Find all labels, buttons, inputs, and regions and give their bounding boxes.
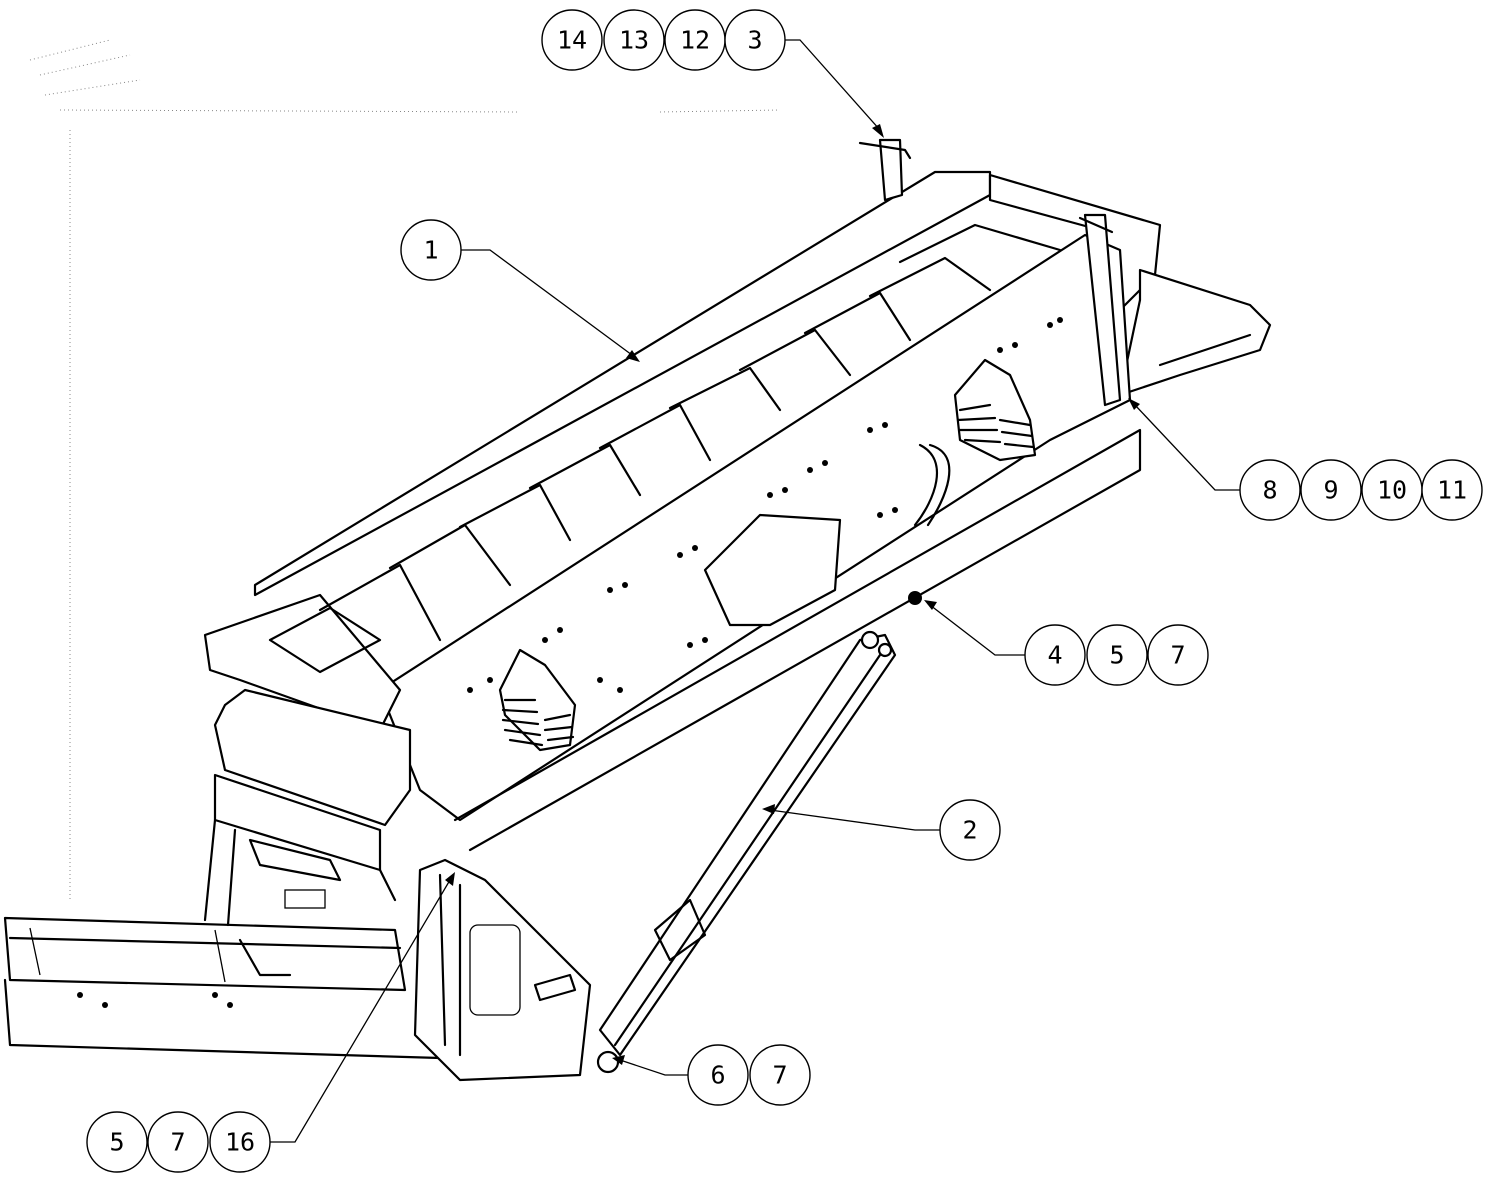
screen-box [203, 170, 1272, 852]
callout-14: 14 [541, 9, 603, 71]
svg-text:16: 16 [225, 1128, 255, 1157]
svg-text:5: 5 [1109, 641, 1124, 670]
svg-text:10: 10 [1377, 476, 1407, 505]
callout-11: 11 [1421, 459, 1483, 521]
feed-end-support [203, 773, 397, 927]
callout-8: 8 [1239, 459, 1301, 521]
background-dotted-marks [29, 39, 781, 900]
svg-text:7: 7 [170, 1128, 185, 1157]
bolt-holes [77, 317, 1063, 1008]
deck-cross-members [268, 223, 1062, 674]
callout-6: 6 [687, 1044, 749, 1106]
callout-2: 2 [939, 799, 1001, 861]
callout-7-lower: 7 [147, 1111, 209, 1173]
callout-10: 10 [1361, 459, 1423, 521]
lift-arm [596, 630, 897, 1074]
svg-text:1: 1 [423, 236, 438, 265]
callout-1: 1 [400, 219, 462, 281]
spring-rear [953, 358, 1037, 462]
svg-text:9: 9 [1323, 476, 1338, 505]
conveyor-frame [3, 889, 442, 1060]
callout-balloons: 14 13 12 3 1 8 9 10 11 4 5 [86, 9, 1483, 1173]
leader-lines [270, 39, 1240, 1143]
callout-7-upper: 7 [1147, 624, 1209, 686]
lift-posts [858, 138, 1122, 407]
svg-text:3: 3 [747, 26, 762, 55]
callout-7-middle: 7 [749, 1044, 811, 1106]
callout-4: 4 [1024, 624, 1086, 686]
callout-5-upper: 5 [1086, 624, 1148, 686]
svg-text:5: 5 [109, 1128, 124, 1157]
callout-5-lower: 5 [86, 1111, 148, 1173]
svg-text:2: 2 [962, 816, 977, 845]
feed-hopper [413, 858, 592, 1082]
svg-text:12: 12 [680, 26, 710, 55]
svg-text:13: 13 [619, 26, 649, 55]
svg-text:4: 4 [1047, 641, 1062, 670]
callout-12: 12 [664, 9, 726, 71]
callout-9: 9 [1300, 459, 1362, 521]
svg-text:6: 6 [710, 1061, 725, 1090]
spring-front [498, 648, 577, 752]
callout-13: 13 [603, 9, 665, 71]
svg-text:8: 8 [1262, 476, 1277, 505]
coil-springs [498, 358, 1037, 752]
callout-3: 3 [724, 9, 786, 71]
svg-text:14: 14 [557, 26, 587, 55]
svg-text:11: 11 [1437, 476, 1467, 505]
callout-16: 16 [209, 1111, 271, 1173]
svg-text:7: 7 [1170, 641, 1185, 670]
svg-text:7: 7 [772, 1061, 787, 1090]
